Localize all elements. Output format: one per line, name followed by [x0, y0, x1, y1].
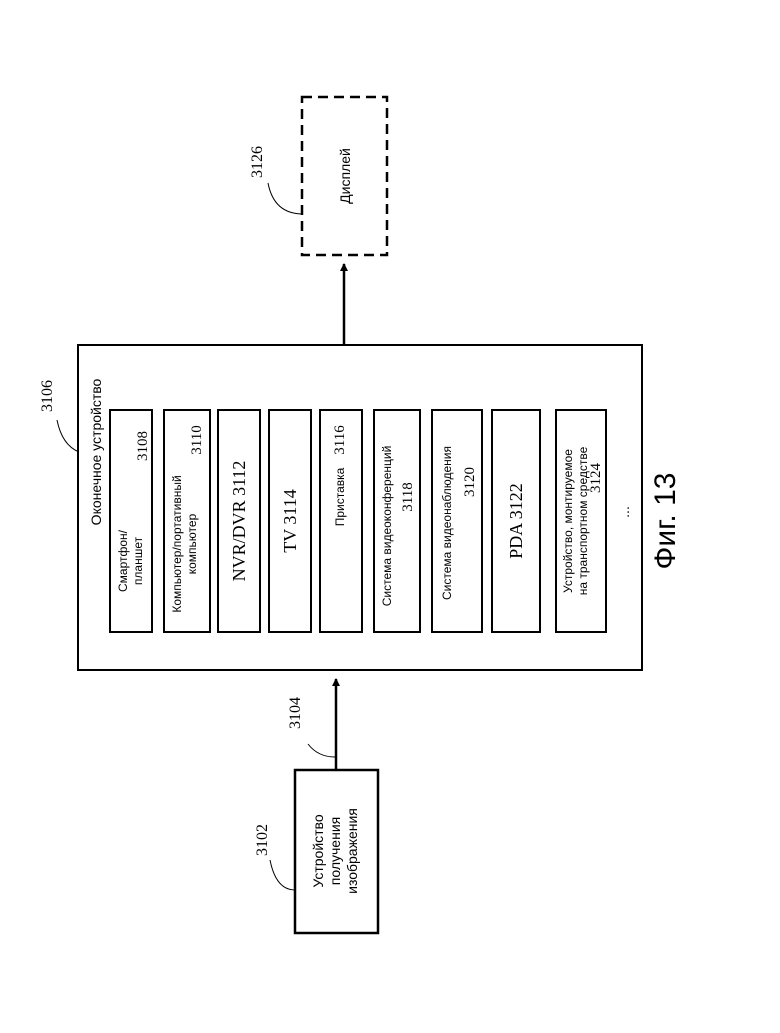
capture-device-line1: Устройство: [310, 814, 326, 887]
device-vehicle-ref: 3124: [588, 463, 604, 494]
device-vehicle-line1: Устройство, монтируемое: [561, 449, 575, 593]
display-label: Дисплей: [337, 148, 353, 204]
device-pda-label: PDA 3122: [506, 483, 526, 559]
display-ref-leader: [268, 183, 303, 214]
figure-caption: Фиг. 13: [649, 473, 682, 570]
device-set-top-label: Приставка: [333, 467, 347, 526]
capture-device-line3: изображения: [344, 808, 360, 894]
device-tv-label: TV 3114: [280, 489, 300, 553]
link-ref-leader: [308, 744, 335, 757]
capture-ref-leader: [270, 860, 295, 890]
device-computer-line1: Компьютер/портативный: [170, 475, 184, 612]
terminal-ref: 3106: [39, 380, 56, 412]
device-smartphone-line1: Смартфон/: [116, 529, 130, 592]
device-videoconf-label: Система видеоконференций: [380, 446, 394, 607]
capture-device-line2: получения: [327, 817, 343, 885]
device-set-top-ref: 3116: [332, 425, 348, 455]
terminal-device-title: Оконечное устройство: [88, 378, 104, 525]
link-ref: 3104: [287, 697, 304, 729]
device-computer-ref: 3110: [189, 425, 205, 454]
device-videoconf-ref: 3118: [400, 482, 416, 511]
terminal-device-box: [78, 345, 642, 670]
device-smartphone-ref: 3108: [135, 431, 151, 461]
device-list-ellipsis: ...: [616, 506, 632, 518]
display-ref: 3126: [249, 146, 266, 178]
device-nvr-dvr-label: NVR/DVR 3112: [229, 461, 249, 582]
device-surveillance-ref: 3120: [462, 467, 478, 497]
device-computer-line2: компьютер: [185, 513, 199, 574]
device-surveillance-label: Система видеонаблюдения: [440, 446, 454, 600]
device-smartphone-line2: планшет: [131, 536, 145, 585]
capture-ref: 3102: [254, 824, 271, 856]
terminal-ref-leader: [57, 420, 79, 452]
